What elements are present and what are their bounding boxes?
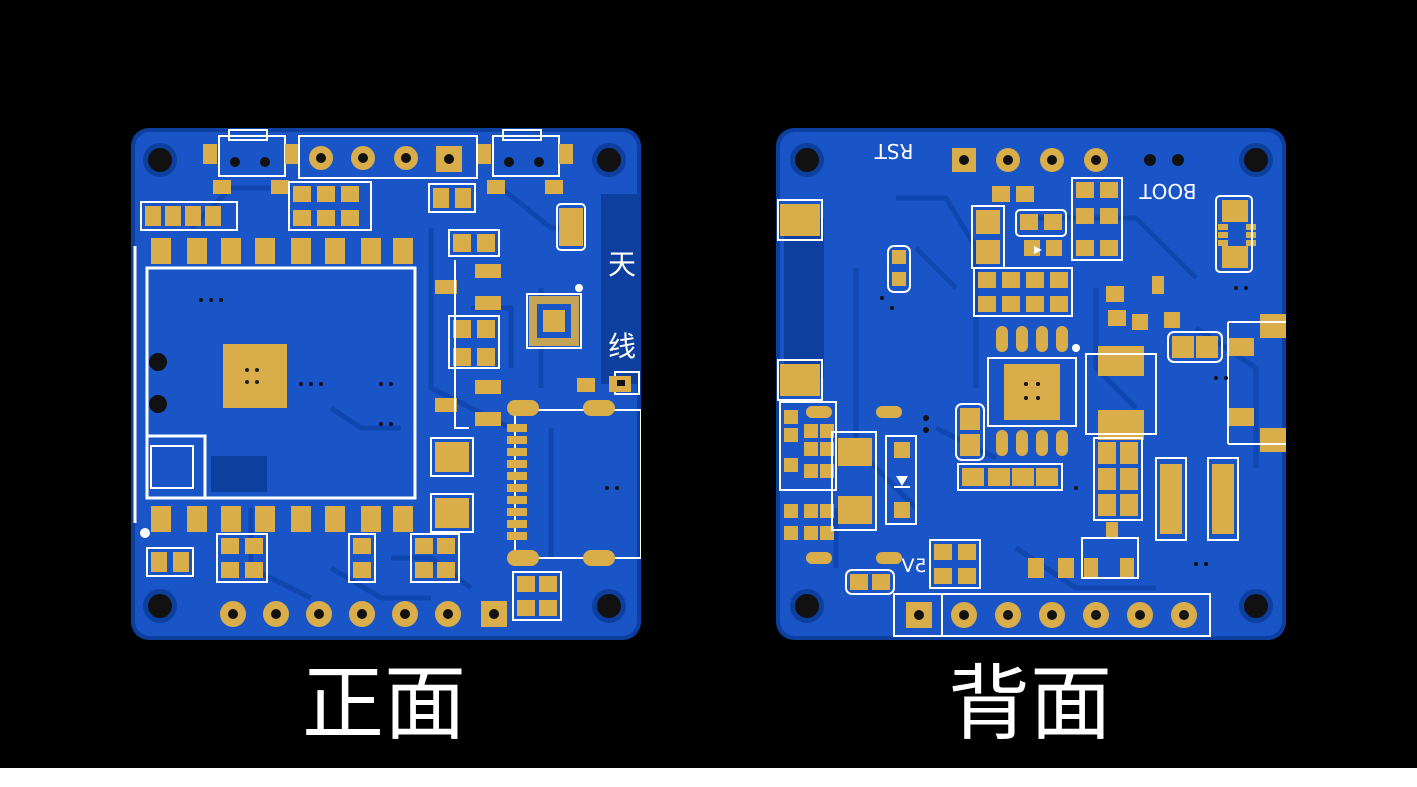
antenna-pads (780, 204, 820, 396)
bottom-header (893, 593, 1211, 637)
antenna-keepout (601, 194, 639, 384)
module-outline (133, 246, 417, 523)
usb-connector (507, 400, 641, 566)
boot-label: BOOT (1139, 179, 1197, 203)
mounting-holes (790, 143, 1273, 623)
pcb-back: RST BOOT 5V (776, 128, 1286, 640)
passives-top-left (145, 186, 471, 226)
vias-center (245, 368, 259, 384)
top-header (952, 148, 1108, 172)
rst-label: RST (874, 139, 914, 163)
antenna-pour (784, 218, 824, 378)
passives-upper (892, 182, 1118, 312)
passives-left (784, 406, 1058, 590)
antenna-label-2: 线 (608, 330, 636, 363)
main-ic (987, 326, 1080, 456)
vias (880, 286, 1248, 566)
module-pads-top (151, 238, 413, 264)
canvas: 天 线 (0, 0, 1417, 768)
antenna-label-1: 天 (608, 248, 636, 281)
qfn-chip (526, 284, 583, 349)
back-caption: 背面 (947, 657, 1112, 752)
passives-lower-right (1028, 442, 1234, 578)
module-pads-bottom (151, 506, 413, 532)
bottom-header (220, 601, 507, 627)
module-ground-pad (223, 344, 287, 408)
passives-right (1106, 200, 1286, 452)
top-switch-left (203, 129, 299, 194)
top-header (298, 135, 478, 179)
front-caption: 正面 (301, 657, 466, 752)
5v-label: 5V (901, 555, 926, 577)
shield-pour (211, 456, 267, 492)
vias (149, 298, 619, 490)
passives-right (435, 208, 595, 528)
passives-bottom (151, 538, 557, 616)
top-switch-right (477, 129, 573, 194)
mounting-holes (143, 143, 626, 623)
pcb-front: 天 线 (131, 128, 641, 640)
